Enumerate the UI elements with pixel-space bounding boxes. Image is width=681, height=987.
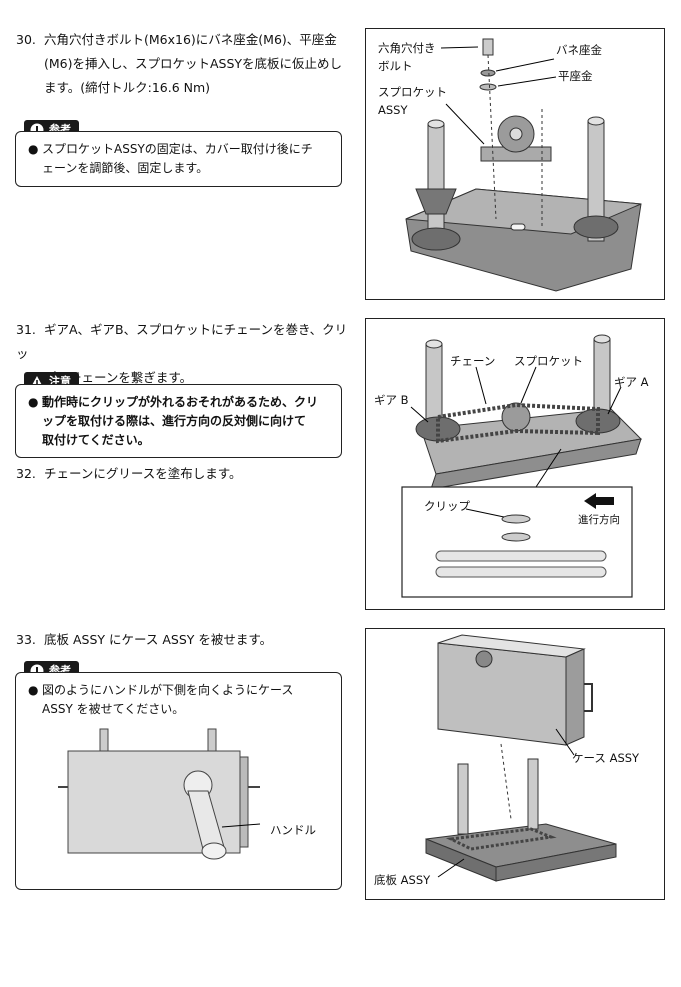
label-handle: ハンドル: [270, 823, 316, 837]
note-line: ップを取付ける際は、進行方向の反対側に向けて: [42, 414, 307, 428]
step-line: ます。(締付トルク:16.6 Nm): [44, 80, 211, 95]
note-line: 取付けてください。: [42, 433, 150, 447]
label-case-assy: ケース ASSY: [572, 751, 640, 765]
step-number: 31.: [16, 322, 36, 337]
label-base-assy: 底板 ASSY: [374, 873, 431, 887]
step-line: ギアA、ギアB、スプロケットにチェーンを巻き、クリッ: [16, 322, 348, 361]
label-sprocket-assy: スプロケット: [378, 85, 447, 99]
label-bolt: 六角穴付き: [378, 41, 436, 55]
label-flat-washer: 平座金: [558, 69, 593, 83]
step-30-text: 30. 六角穴付きボルト(M6x16)にバネ座金(M6)、平座金 (M6)を挿入し…: [16, 28, 356, 100]
bullet-icon: ●: [28, 142, 39, 156]
step-line: 底板 ASSY にケース ASSY を被せます。: [44, 632, 273, 647]
note-line: ASSY を被せてください。: [42, 702, 185, 716]
label-sprocket: スプロケット: [514, 354, 583, 368]
note-line: スプロケットASSYの固定は、カバー取付け後にチ: [42, 142, 313, 156]
step-line: プでチェーンを繋ぎます。: [44, 370, 193, 385]
step-32-text: 32. チェーンにグリースを塗布します。: [16, 462, 356, 486]
step-line: チェーンにグリースを塗布します。: [44, 466, 242, 481]
label-direction: 進行方向: [578, 514, 620, 526]
label-spring-washer: バネ座金: [556, 43, 602, 57]
bullet-icon: ●: [28, 683, 39, 697]
step-number: 30.: [16, 32, 36, 47]
sprocket-mount-drawing: [405, 38, 642, 292]
note-line: 図のようにハンドルが下側を向くようにケース: [42, 683, 294, 697]
note-line: 動作時にクリップが外れるおそれがあるため、クリ: [42, 395, 319, 409]
label-bolt-2: ボルト: [378, 59, 413, 73]
label-sprocket-assy-2: ASSY: [378, 103, 408, 117]
label-clip: クリップ: [424, 499, 470, 513]
chain-assembly-drawing: [401, 334, 643, 598]
caution-note: ●動作時にクリップが外れるおそれがあるため、クリ ップを取付ける際は、進行方向の…: [15, 384, 342, 458]
case-assembly-drawing: [425, 634, 617, 882]
label-gear-a: ギア A: [614, 375, 649, 389]
note-line: ェーンを調節後、固定します。: [42, 161, 209, 175]
reference-note: ●スプロケットASSYの固定は、カバー取付け後にチ ェーンを調節後、固定します。: [15, 131, 342, 187]
step-31-text: 31.ギアA、ギアB、スプロケットにチェーンを巻き、クリッ プでチェーンを繋ぎま…: [16, 318, 356, 390]
label-chain: チェーン: [450, 354, 496, 368]
step-line: 六角穴付きボルト(M6x16)にバネ座金(M6)、平座金: [44, 32, 337, 47]
step-line: (M6)を挿入し、スプロケットASSYを底板に仮止めし: [44, 56, 343, 71]
figure-sprocket-mount: 六角穴付き ボルト バネ座金 平座金 スプロケット ASSY: [365, 28, 665, 300]
step-number: 32.: [16, 466, 36, 481]
handle-orientation-drawing: [58, 728, 261, 860]
step-33-text: 33. 底板 ASSY にケース ASSY を被せます。: [16, 628, 356, 652]
figure-chain-assembly: チェーン スプロケット ギア A ギア B クリップ 進行方向: [365, 318, 665, 610]
figure-case-assembly: ケース ASSY 底板 ASSY: [365, 628, 665, 900]
step-number: 33.: [16, 632, 36, 647]
label-gear-b: ギア B: [374, 393, 409, 407]
reference-note: ●図のようにハンドルが下側を向くようにケース ASSY を被せてください。 ハン…: [15, 672, 342, 890]
bullet-icon: ●: [28, 395, 39, 409]
